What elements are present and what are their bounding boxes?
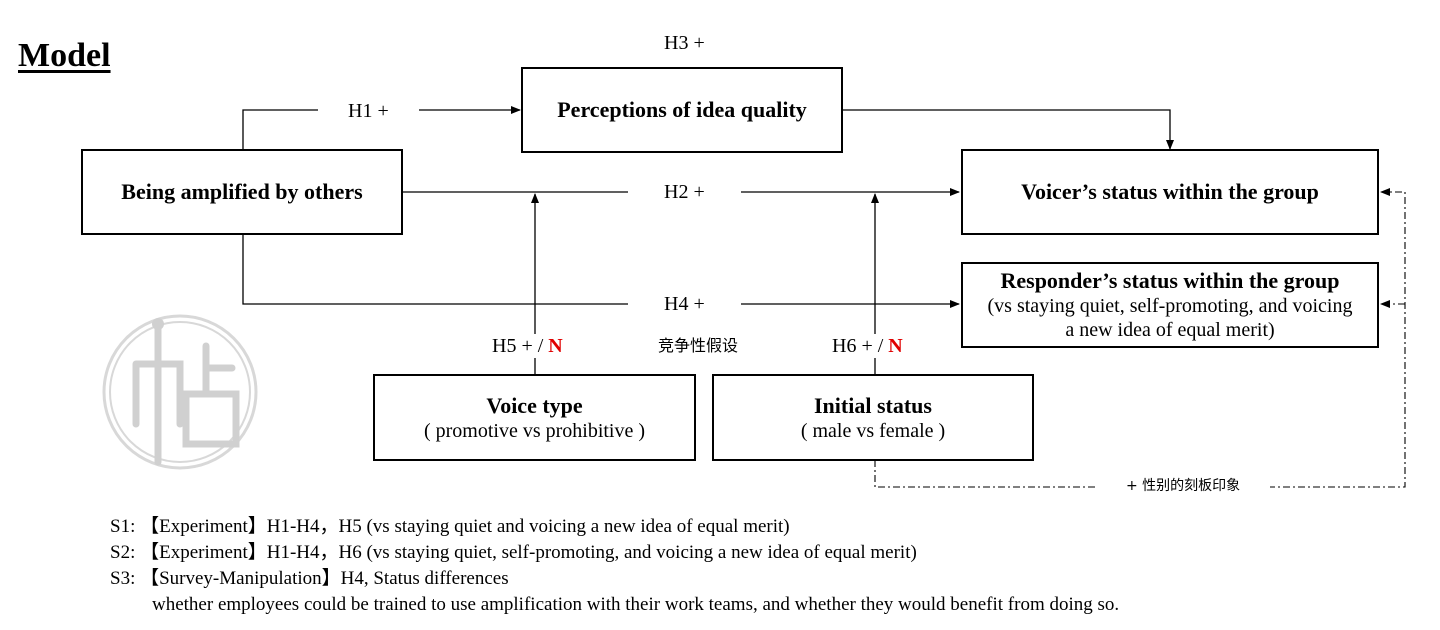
note-s3: S3: 【Survey-Manipulation】H4, Status diff…	[110, 568, 509, 589]
box-voicer-status: Voicer’s status within the group	[961, 149, 1379, 235]
box-amplified-label: Being amplified by others	[121, 179, 363, 204]
h1-arrow	[242, 106, 521, 150]
box-initial-status: Initial status ( male vs female )	[712, 374, 1034, 461]
study-notes: S1: 【Experiment】H1-H4，H5 (vs staying qui…	[110, 514, 1119, 618]
h5-null-mark: N	[548, 335, 563, 357]
h4-label: H4 +	[628, 292, 741, 316]
box-initial-status-sub: ( male vs female )	[800, 419, 946, 442]
h2-label: H2 +	[628, 180, 741, 204]
note-s1: S1: 【Experiment】H1-H4，H5 (vs staying qui…	[110, 516, 790, 537]
gender-stereotype-label: + 性别的刻板印象	[1096, 474, 1271, 498]
box-voice-type-sub: ( promotive vs prohibitive )	[423, 419, 646, 442]
seal-watermark	[102, 314, 258, 470]
box-voice-type: Voice type ( promotive vs prohibitive )	[373, 374, 696, 461]
box-amplified: Being amplified by others	[81, 149, 403, 235]
note-s3-detail: whether employees could be trained to us…	[152, 594, 1120, 615]
box-idea-quality: Perceptions of idea quality	[521, 67, 843, 153]
box-idea-quality-label: Perceptions of idea quality	[557, 97, 807, 122]
h1-label: H1 +	[318, 99, 419, 123]
box-responder-sub1: (vs staying quiet, self-promoting, and v…	[987, 295, 1353, 317]
box-voicer-status-label: Voicer’s status within the group	[1021, 179, 1319, 204]
page-title: Model	[18, 37, 111, 74]
competing-hypothesis-label: 竞争性假设	[658, 334, 739, 358]
h6-label: H6 + / N	[828, 334, 907, 358]
h6-null-mark: N	[888, 335, 903, 357]
box-responder-status: Responder’s status within the group (vs …	[961, 262, 1379, 348]
h3-label: H3 +	[664, 31, 705, 55]
box-responder-sub2: a new idea of equal merit)	[1065, 319, 1275, 341]
box-initial-status-title: Initial status	[814, 392, 932, 418]
h3-arrow	[842, 109, 1174, 150]
h5-label-text: H5 + /	[492, 335, 549, 357]
box-voice-type-title: Voice type	[486, 392, 583, 418]
box-responder-title: Responder’s status within the group	[1000, 268, 1340, 293]
h5-label: H5 + / N	[488, 334, 567, 358]
stereotype-path	[874, 188, 1406, 488]
note-s2: S2: 【Experiment】H1-H4，H6 (vs staying qui…	[110, 542, 917, 563]
h4-arrow	[242, 234, 960, 308]
h6-label-text: H6 + /	[832, 335, 889, 357]
